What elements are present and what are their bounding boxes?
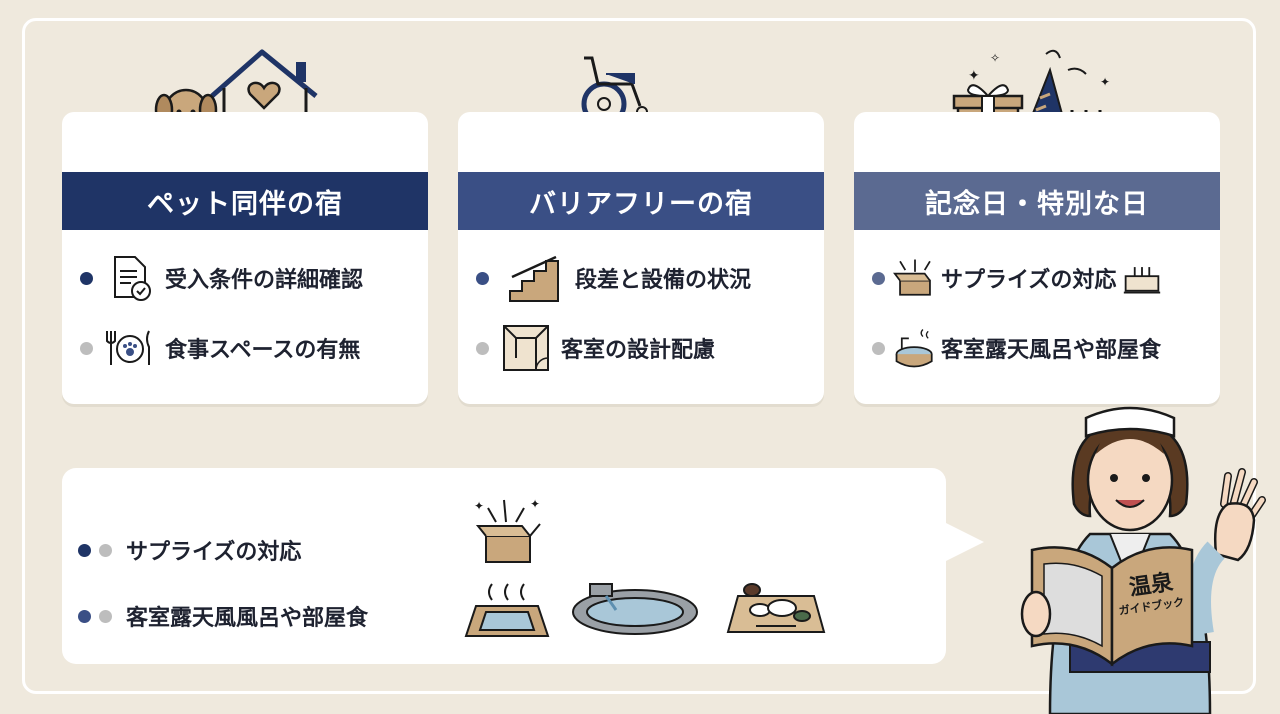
item-label: 段差と設備の状況 — [575, 268, 752, 293]
small-cake-icon — [1124, 267, 1161, 294]
bullet-dot — [99, 543, 112, 557]
item-label: 客室露天風呂や部屋食 — [941, 338, 1162, 363]
card-barrier-free-item-1: 段差と設備の状況 — [458, 252, 824, 304]
outer-frame — [22, 18, 1256, 694]
onsen-guide-character: 温泉 ガイドブック — [1020, 406, 1266, 714]
card-anniversary: 記念日・特別な日 サプライズの対応 客室露天風呂や部屋食 — [854, 112, 1220, 404]
document-check-icon — [114, 256, 151, 301]
item-label: サプライズの対応 — [941, 268, 1117, 293]
pet-dining-icon — [106, 330, 150, 365]
svg-text:✦: ✦ — [968, 68, 980, 84]
bullet-dot — [872, 341, 885, 355]
card-anniversary-item-2: 客室露天風呂や部屋食 — [854, 322, 1220, 374]
surprise-box-icon: ✦ ✦ — [474, 497, 541, 563]
bullet-dot — [476, 271, 489, 285]
speech-bubble-tail — [944, 522, 984, 562]
card-pet-item-1: 受入条件の詳細確認 — [62, 252, 428, 304]
svg-text:✧: ✧ — [990, 51, 1000, 65]
stairs-handrail-icon — [509, 255, 559, 302]
card-pet-item-2: 食事スペースの有無 — [62, 322, 428, 374]
svg-text:✦: ✦ — [530, 497, 540, 511]
bottom-speech-panel: サプライズの対応 客室露天風風呂や部屋食 ✦ ✦ — [62, 468, 946, 664]
card-barrier-free-title: バリアフリーの宿 — [458, 172, 824, 230]
steaming-bath-icon — [464, 583, 550, 637]
item-label: 客室の設計配慮 — [561, 338, 716, 363]
item-label: 食事スペースの有無 — [165, 338, 361, 363]
bottom-item-1: サプライズの対応 — [62, 530, 301, 570]
bullet-dot — [99, 609, 112, 623]
bullet-dot — [872, 271, 885, 285]
private-bath-icon — [895, 329, 933, 368]
card-anniversary-title: 記念日・特別な日 — [854, 172, 1220, 230]
bullet-dot — [78, 543, 91, 557]
svg-text:✦: ✦ — [1100, 75, 1110, 89]
card-barrier-free: バリアフリーの宿 段差と設備の状況 客室の設計配慮 — [458, 112, 824, 404]
bullet-dot — [476, 341, 489, 355]
card-anniversary-item-1: サプライズの対応 — [854, 252, 1220, 304]
bullet-dot — [80, 271, 93, 285]
surprise-box-cake-icon — [893, 259, 931, 296]
guidebook-title: 温泉 — [1127, 569, 1175, 601]
room-layout-icon — [503, 325, 549, 371]
bottom-item-label: 客室露天風風呂や部屋食 — [126, 606, 369, 631]
card-pet: ペット同伴の宿 受入条件の詳細確認 食事スペースの有無 — [62, 112, 428, 404]
item-label: 受入条件の詳細確認 — [165, 268, 364, 293]
bottom-item-label: サプライズの対応 — [126, 540, 302, 565]
bottom-item-2: 客室露天風風呂や部屋食 — [62, 596, 368, 636]
rock-pool-icon — [572, 583, 698, 635]
meal-tray-icon — [726, 583, 826, 633]
svg-text:✦: ✦ — [474, 499, 484, 513]
card-pet-title: ペット同伴の宿 — [62, 172, 428, 230]
bullet-dot — [80, 341, 93, 355]
bullet-dot — [78, 609, 91, 623]
card-barrier-free-item-2: 客室の設計配慮 — [458, 322, 824, 374]
